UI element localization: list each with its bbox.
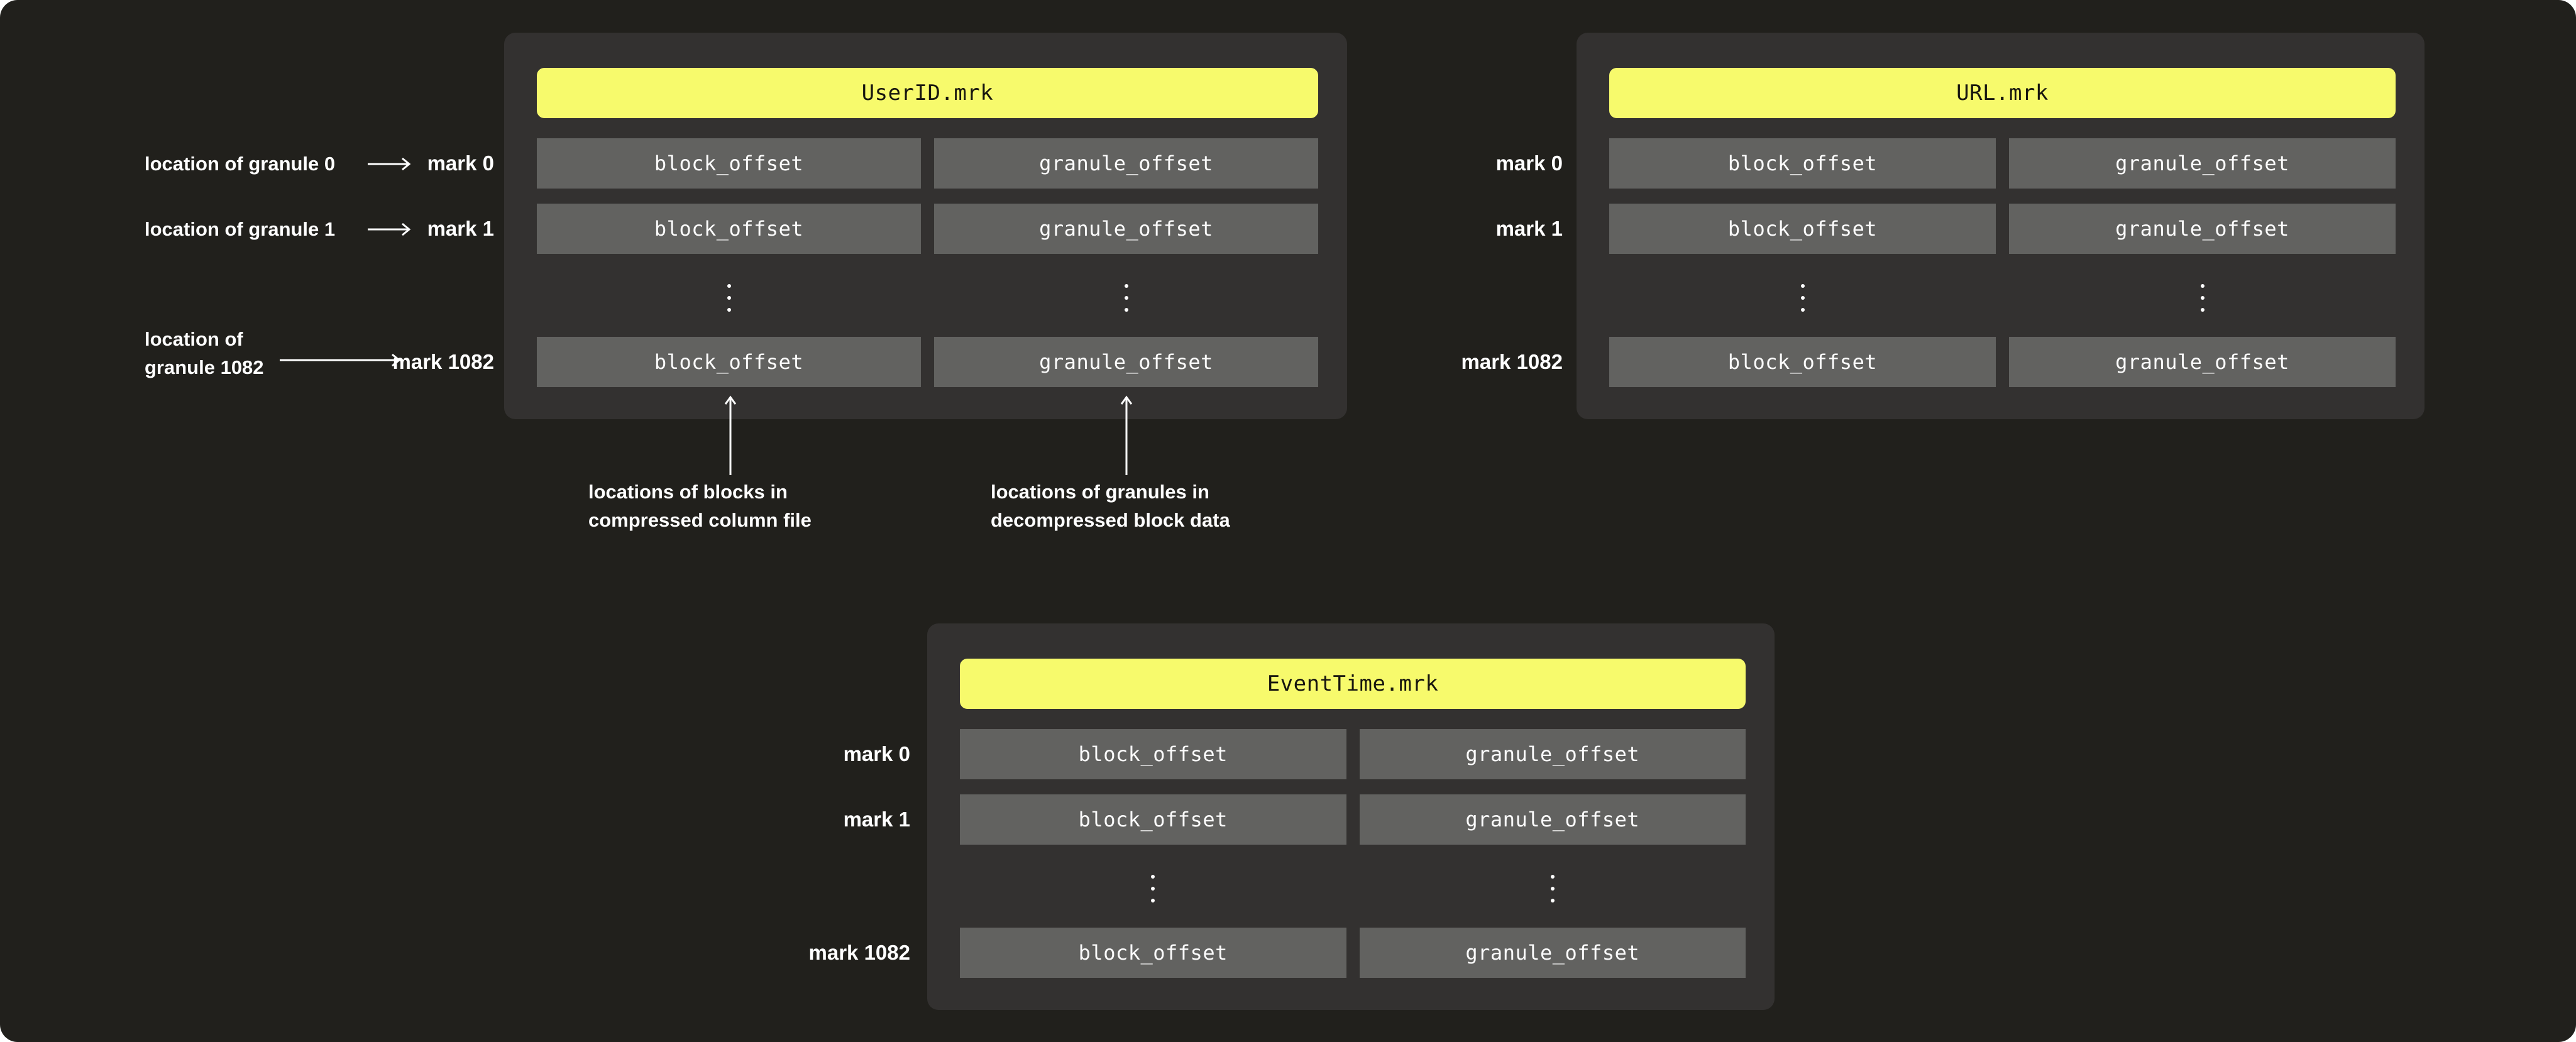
block-offset-cell: block_offset (960, 794, 1346, 845)
annotation-granule-offsets: locations of granules in decompressed bl… (991, 478, 1230, 534)
annotation-block-offsets: locations of blocks in compressed column… (588, 478, 812, 534)
arrow-right-icon (367, 155, 415, 173)
ellipsis-row (960, 866, 1746, 911)
panel-title-userid: UserID.mrk (537, 68, 1318, 118)
mark-row: block_offset granule_offset (1609, 138, 2396, 189)
mark-label: mark 1082 (1461, 350, 1563, 373)
arrow-right-icon (367, 220, 415, 239)
panel-eventtime-mrk: EventTime.mrk block_offset granule_offse… (927, 623, 1775, 1010)
granule-offset-cell: granule_offset (934, 337, 1318, 387)
panel-title-url: URL.mrk (1609, 68, 2396, 118)
granule-offset-cell: granule_offset (1359, 928, 1746, 978)
vertical-ellipsis-icon (2009, 275, 2396, 321)
mark-row: block_offset granule_offset (960, 729, 1746, 779)
granule-offset-cell: granule_offset (2009, 337, 2396, 387)
annotation-granule-1: location of granule 1 (145, 218, 336, 240)
annotation-granule-0: location of granule 0 (145, 153, 336, 175)
ellipsis-row (1609, 275, 2396, 321)
vertical-ellipsis-icon (960, 866, 1346, 911)
mark-row: block_offset granule_offset (960, 928, 1746, 978)
mark-row: block_offset granule_offset (537, 337, 1318, 387)
mark-row: block_offset granule_offset (1609, 337, 2396, 387)
annotation-line: location of (145, 328, 243, 350)
granule-offset-cell: granule_offset (934, 204, 1318, 254)
granule-offset-cell: granule_offset (2009, 138, 2396, 189)
mark-label: mark 0 (1495, 151, 1563, 175)
panel-title-eventtime: EventTime.mrk (960, 659, 1746, 709)
annotation-line: locations of blocks in (588, 481, 788, 503)
mark-label: mark 0 (843, 742, 910, 765)
granule-offset-cell: granule_offset (1359, 794, 1746, 845)
block-offset-cell: block_offset (960, 729, 1346, 779)
mark-label: mark 1082 (392, 350, 494, 373)
block-offset-cell: block_offset (1609, 204, 1996, 254)
block-offset-cell: block_offset (1609, 138, 1996, 189)
panel-userid-mrk: UserID.mrk block_offset granule_offset b… (504, 33, 1347, 419)
mark-label: mark 1 (427, 217, 494, 240)
mark-label: mark 1 (1495, 217, 1563, 240)
block-offset-cell: block_offset (1609, 337, 1996, 387)
annotation-line: locations of granules in (991, 481, 1209, 503)
block-offset-cell: block_offset (537, 204, 921, 254)
mark-label: mark 0 (427, 151, 494, 175)
mark-row: block_offset granule_offset (537, 138, 1318, 189)
block-offset-cell: block_offset (960, 928, 1346, 978)
vertical-ellipsis-icon (537, 275, 921, 321)
mark-label: mark 1 (843, 808, 910, 831)
annotation-granule-1082: location of granule 1082 (145, 325, 264, 381)
annotation-line: compressed column file (588, 509, 812, 531)
vertical-ellipsis-icon (1609, 275, 1996, 321)
mark-row: block_offset granule_offset (960, 794, 1746, 845)
arrow-right-icon (279, 351, 405, 370)
panel-url-mrk: URL.mrk block_offset granule_offset bloc… (1577, 33, 2425, 419)
mark-label: mark 1082 (808, 941, 910, 964)
arrow-up-icon (1117, 392, 1136, 476)
arrow-up-icon (721, 392, 740, 476)
vertical-ellipsis-icon (1360, 866, 1746, 911)
vertical-ellipsis-icon (934, 275, 1318, 321)
granule-offset-cell: granule_offset (2009, 204, 2396, 254)
granule-offset-cell: granule_offset (1359, 729, 1746, 779)
mark-row: block_offset granule_offset (1609, 204, 2396, 254)
block-offset-cell: block_offset (537, 337, 921, 387)
granule-offset-cell: granule_offset (934, 138, 1318, 189)
annotation-line: granule 1082 (145, 356, 264, 378)
mark-row: block_offset granule_offset (537, 204, 1318, 254)
block-offset-cell: block_offset (537, 138, 921, 189)
ellipsis-row (537, 275, 1318, 321)
annotation-line: decompressed block data (991, 509, 1230, 531)
